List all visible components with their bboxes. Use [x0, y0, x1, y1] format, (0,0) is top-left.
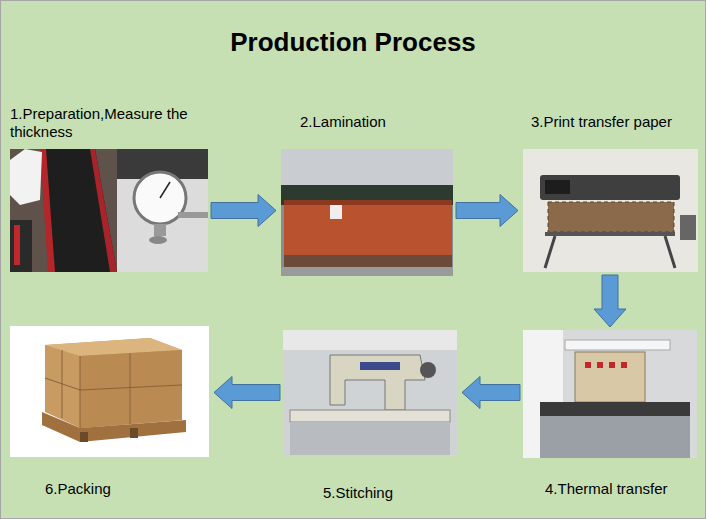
step-label: 3.Print transfer paper — [531, 113, 672, 131]
step-label: 2.Lamination — [300, 113, 386, 131]
title: Production Process — [0, 27, 706, 58]
block-arrow — [211, 195, 276, 227]
step-label: 5.Stitching — [323, 484, 393, 502]
process-step: 3.Print transfer paper — [523, 149, 698, 272]
process-step: 5.Stitching — [283, 330, 457, 455]
process-step: 2.Lamination — [281, 149, 453, 276]
step-label: 6.Packing — [45, 480, 111, 498]
block-arrow — [456, 195, 518, 227]
step-label: 4.Thermal transfer — [545, 480, 668, 498]
fabric-photo — [10, 149, 117, 272]
block-arrow — [594, 275, 626, 327]
block-arrow — [462, 377, 520, 409]
step-label: 1.Preparation,Measure the thickness — [10, 105, 210, 141]
process-step: 1.Preparation,Measure the thickness — [10, 149, 208, 272]
sewing-machine-photo — [283, 330, 457, 455]
heat-press-photo — [523, 330, 697, 458]
process-step: 6.Packing — [10, 326, 209, 457]
gauge-photo — [117, 149, 208, 272]
block-arrow — [214, 377, 280, 409]
process-step: 4.Thermal transfer — [523, 330, 697, 458]
lamination-photo — [281, 149, 453, 276]
pallet-photo — [10, 326, 209, 457]
printer-photo — [523, 149, 698, 272]
